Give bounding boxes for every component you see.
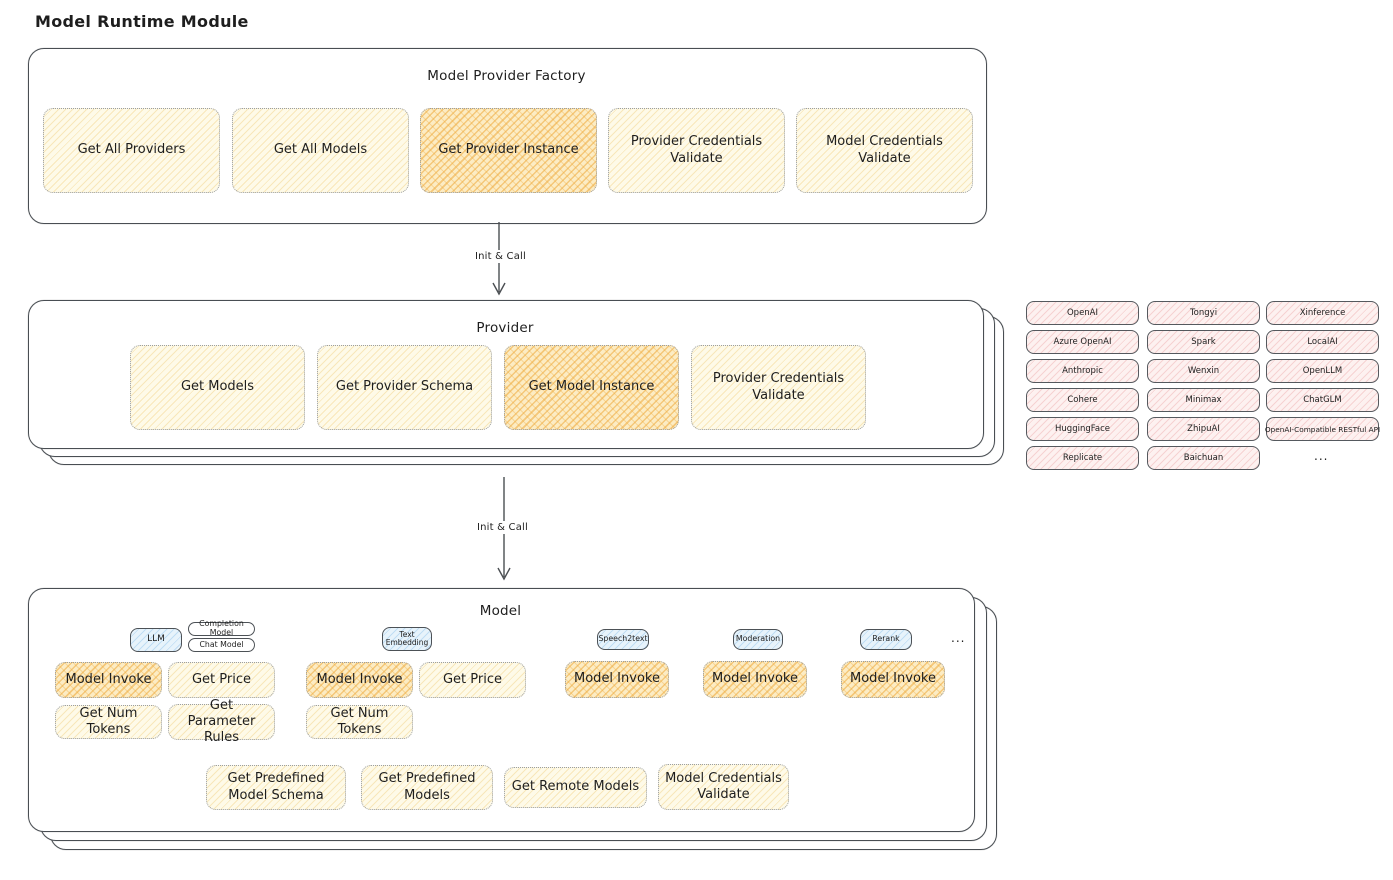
model-types-ellipsis: ...	[951, 631, 966, 645]
provider-button-provider-credentials-validate: Provider Credentials Validate	[691, 345, 866, 430]
provider-pill-chatglm: ChatGLM	[1266, 388, 1379, 412]
provider-pill-anthropic: Anthropic	[1026, 359, 1139, 383]
provider-pill-localai: LocalAI	[1266, 330, 1379, 354]
arrow-label-init-call-bottom: Init & Call	[473, 521, 533, 534]
speech2text-op-model-invoke: Model Invoke	[565, 661, 669, 698]
llm-op-model-invoke: Model Invoke	[55, 662, 162, 698]
moderation-op-model-invoke: Model Invoke	[703, 661, 807, 698]
model-op-get-remote-models: Get Remote Models	[504, 767, 647, 808]
provider-button-get-provider-schema: Get Provider Schema	[317, 345, 492, 430]
provider-box-title: Provider	[476, 320, 534, 336]
model-box-title: Model	[479, 603, 522, 619]
text-embedding-op-get-num-tokens: Get Num Tokens	[306, 705, 413, 739]
provider-button-get-model-instance: Get Model Instance	[504, 345, 679, 430]
provider-pill-huggingface: HuggingFace	[1026, 417, 1139, 441]
diagram-title: Model Runtime Module	[35, 12, 249, 31]
model-type-chip-speech2text: Speech2text	[597, 629, 649, 650]
factory-button-model-credentials-validate: Model Credentials Validate	[796, 108, 973, 193]
provider-list-ellipsis: ...	[1314, 449, 1329, 463]
model-type-chip-completion-model: Completion Model	[188, 620, 255, 637]
model-type-chip-moderation: Moderation	[733, 629, 783, 650]
model-op-get-predefined-model-schema: Get Predefined Model Schema	[206, 765, 346, 810]
provider-pill-tongyi: Tongyi	[1147, 301, 1260, 325]
provider-pill-wenxin: Wenxin	[1147, 359, 1260, 383]
rerank-op-model-invoke: Model Invoke	[841, 661, 945, 698]
model-type-chip-rerank: Rerank	[860, 629, 912, 650]
arrow-label-init-call-top: Init & Call	[471, 250, 531, 263]
factory-button-provider-credentials-validate: Provider Credentials Validate	[608, 108, 785, 193]
provider-pill-spark: Spark	[1147, 330, 1260, 354]
provider-pill-openai-compatible: OpenAI-Compatible RESTful API	[1265, 417, 1380, 441]
provider-pill-replicate: Replicate	[1026, 446, 1139, 470]
provider-pill-openllm: OpenLLM	[1266, 359, 1379, 383]
provider-pill-xinference: Xinference	[1266, 301, 1379, 325]
factory-button-get-all-models: Get All Models	[232, 108, 409, 193]
text-embedding-op-model-invoke: Model Invoke	[306, 662, 413, 698]
provider-pill-cohere: Cohere	[1026, 388, 1139, 412]
text-embedding-op-get-price: Get Price	[419, 662, 526, 698]
provider-pill-openai: OpenAI	[1026, 301, 1139, 325]
provider-pill-azure-openai: Azure OpenAI	[1026, 330, 1139, 354]
factory-button-get-provider-instance: Get Provider Instance	[420, 108, 597, 193]
provider-pill-baichuan: Baichuan	[1147, 446, 1260, 470]
llm-op-get-price: Get Price	[168, 662, 275, 698]
model-type-chip-llm: LLM	[130, 628, 182, 652]
model-op-get-predefined-models: Get Predefined Models	[361, 765, 493, 810]
llm-op-get-parameter-rules: Get Parameter Rules	[168, 698, 275, 745]
factory-button-get-all-providers: Get All Providers	[43, 108, 220, 193]
model-type-chip-text-embedding: Text Embedding	[382, 627, 432, 651]
factory-box-title: Model Provider Factory	[427, 68, 586, 84]
model-op-model-credentials-validate: Model Credentials Validate	[658, 764, 789, 810]
provider-button-get-models: Get Models	[130, 345, 305, 430]
provider-pill-zhipuai: ZhipuAI	[1147, 417, 1260, 441]
provider-pill-minimax: Minimax	[1147, 388, 1260, 412]
llm-op-get-num-tokens: Get Num Tokens	[55, 705, 162, 739]
model-type-chip-chat-model: Chat Model	[188, 638, 255, 652]
